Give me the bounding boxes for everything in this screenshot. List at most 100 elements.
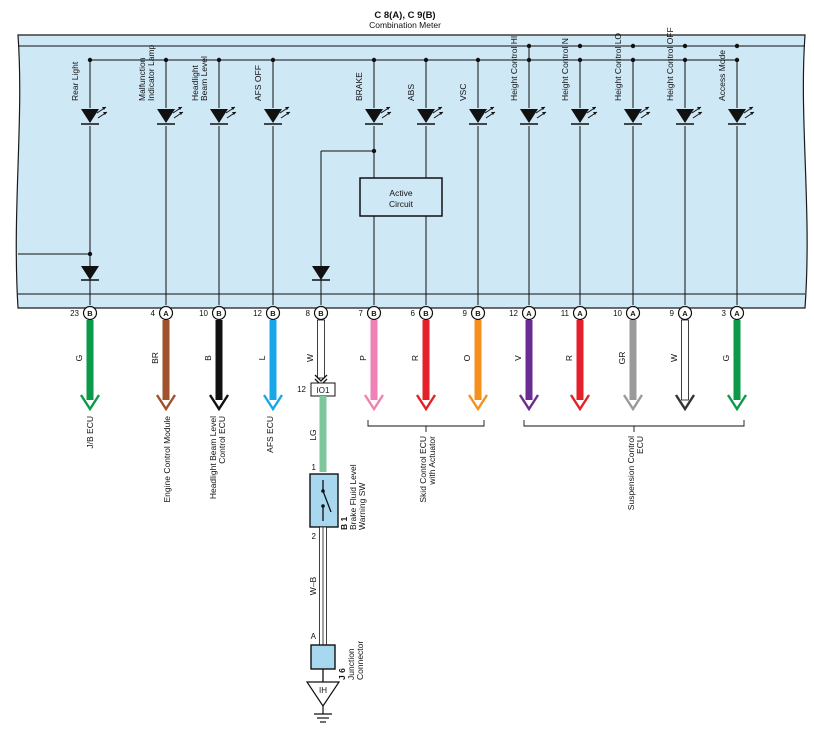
jc-pin: A [311, 632, 317, 641]
wire-color-label-10: GR [617, 352, 627, 365]
svg-text:P: P [358, 355, 368, 361]
dest-headlight-ecu: Headlight Beam Level Control ECU [208, 416, 227, 499]
harness-wire-5: P [358, 320, 385, 412]
sw-pin-2: 2 [312, 532, 317, 541]
svg-text:G: G [74, 355, 84, 362]
wire-color-label-2: B [203, 355, 213, 361]
wire-color-label-6: R [410, 355, 420, 361]
svg-text:Engine Control Module: Engine Control Module [162, 416, 172, 503]
brake-fluid-circuit: 12 IO1 LG 1 B 1 Brake Fluid Level Warnin… [297, 382, 367, 723]
svg-text:L: L [257, 355, 267, 360]
meter-internal-wiring [18, 43, 805, 305]
pin-circle-4 [313, 305, 329, 321]
svg-text:Height Control HI: Height Control HI [509, 36, 519, 101]
wire-lg-label: LG [308, 429, 318, 440]
junction-connector [310, 644, 336, 670]
lamp-label-11: Access Mode [717, 50, 727, 101]
rear-diode [81, 266, 99, 281]
active-circuit-box [359, 177, 443, 217]
svg-text:G: G [721, 355, 731, 362]
pin-conn-1: A [163, 309, 169, 318]
svg-text:VSC: VSC [458, 84, 468, 101]
active-circuit-line2: Circuit [389, 199, 414, 209]
svg-text:with Actuator: with Actuator [427, 436, 437, 486]
harness-wire-8: V [513, 320, 540, 412]
brake-diode-body [312, 266, 330, 280]
wire-color-label-1: BR [150, 352, 160, 364]
pin-circle-3 [265, 305, 281, 321]
svg-text:R: R [410, 355, 420, 361]
led-icon-0 [81, 106, 108, 125]
wire-color-label-12: G [721, 355, 731, 362]
svg-text:R: R [564, 355, 574, 361]
led-icon-1 [157, 106, 184, 125]
lamp-label-9: Height Control LO [613, 33, 623, 101]
suspension-bracket [523, 420, 745, 427]
wire-color-label-5: P [358, 355, 368, 361]
lamp-label-5: ABS [406, 84, 416, 101]
svg-text:AFS OFF: AFS OFF [253, 65, 263, 101]
led-icon-2 [210, 106, 237, 125]
svg-text:Height Control N: Height Control N [560, 38, 570, 101]
pin-conn-7: B [475, 309, 481, 318]
bus-node-0 [526, 43, 532, 49]
skid-bracket [367, 420, 485, 427]
svg-text:Height Control LO: Height Control LO [613, 33, 623, 101]
pin-circle-11 [677, 305, 693, 321]
svg-text:Malfunction: Malfunction [137, 57, 147, 101]
pin-number-1: 4 [151, 309, 156, 318]
svg-text:ECU: ECU [635, 436, 645, 454]
harness-wire-12: G [721, 320, 748, 412]
pin-number-5: 7 [359, 309, 364, 318]
led-icon-4 [365, 106, 392, 125]
pin-number-7: 9 [463, 309, 468, 318]
svg-text:BRAKE: BRAKE [354, 72, 364, 101]
wire-lg [319, 396, 327, 472]
pin-conn-10: A [630, 309, 636, 318]
pin-number-12: 3 [722, 309, 727, 318]
wire-color-label-9: R [564, 355, 574, 361]
lamp-label-7: Height Control HI [509, 36, 519, 101]
harness-wire-3: L [257, 320, 284, 412]
splice-id: IO1 [317, 386, 330, 395]
led-icon-7 [520, 106, 547, 125]
bus-node-3 [682, 43, 688, 49]
svg-text:Height Control OFF: Height Control OFF [665, 27, 675, 101]
led-icon-10 [676, 106, 703, 125]
pin-number-3: 12 [253, 309, 262, 318]
svg-text:W: W [669, 354, 679, 362]
pin-conn-12: A [734, 309, 740, 318]
dest-afs-ecu: AFS ECU [265, 416, 275, 453]
pin-circle-1 [158, 305, 174, 321]
pin-number-8: 12 [509, 309, 518, 318]
harness-wire-4: W [305, 319, 328, 386]
pin-number-9: 11 [561, 309, 570, 318]
sw-name-1: Brake Fluid Level [348, 464, 358, 530]
sw-id: B 1 [339, 517, 349, 531]
dest-skid-control-ecu: Skid Control ECU with Actuator [418, 436, 437, 503]
led-icon-9 [624, 106, 651, 125]
pin-circle-5 [366, 305, 382, 321]
switch-node-top [321, 489, 325, 493]
connector-ids: C 8(A), C 9(B) [374, 10, 435, 21]
svg-text:AFS ECU: AFS ECU [265, 416, 275, 453]
lamp-label-4: BRAKE [354, 72, 364, 101]
lamp-label-0: Rear Light [70, 61, 80, 101]
dest-suspension-control-ecu: Suspension Control ECU [626, 436, 645, 510]
svg-text:BR: BR [150, 352, 160, 364]
svg-text:Control ECU: Control ECU [217, 416, 227, 464]
pin-circle-9 [572, 305, 588, 321]
switch-node-bottom [321, 504, 325, 508]
pin-conn-2: B [216, 309, 222, 318]
svg-text:B: B [203, 355, 213, 361]
harness-wire-2: B [203, 320, 230, 412]
harness-wire-6: R [410, 320, 437, 412]
jc-name-1: Junction [346, 648, 356, 680]
pin-conn-4: B [318, 309, 324, 318]
pin-number-0: 23 [70, 309, 79, 318]
pin-circle-0 [82, 305, 98, 321]
wire-color-label-4: W [305, 354, 315, 362]
wire-color-label-3: L [257, 355, 267, 360]
